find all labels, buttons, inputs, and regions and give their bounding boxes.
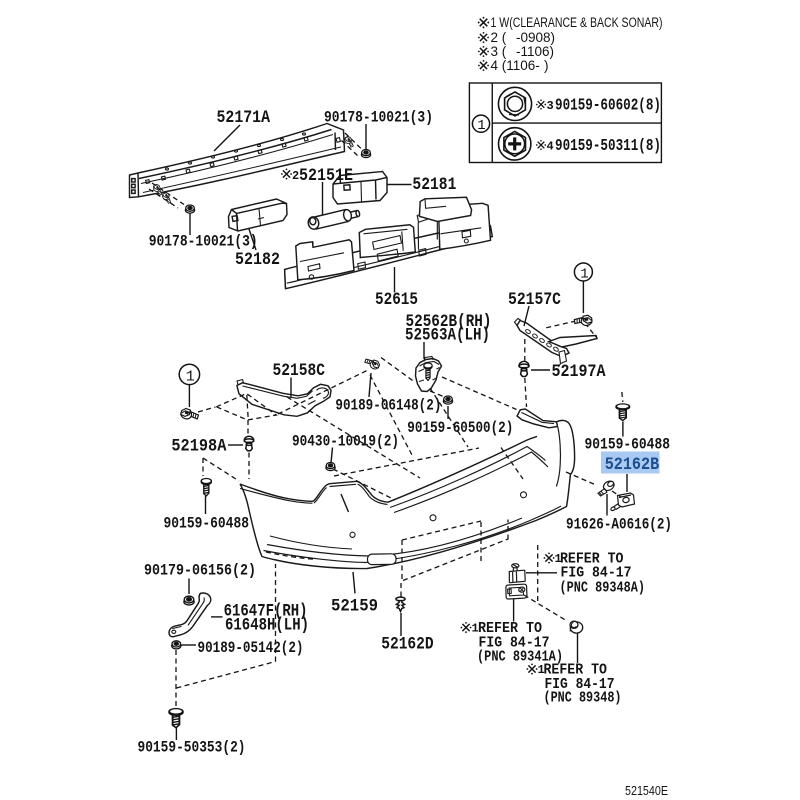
svg-text:FIG 84-17: FIG 84-17: [561, 566, 632, 582]
svg-text:1: 1: [472, 622, 479, 636]
svg-text:(PNC 89341A): (PNC 89341A): [477, 650, 563, 666]
svg-text:52615: 52615: [375, 290, 418, 310]
svg-text:52151E: 52151E: [299, 166, 353, 186]
svg-text:52158C: 52158C: [273, 361, 326, 381]
svg-text:90179-06156(2): 90179-06156(2): [144, 562, 256, 580]
svg-text:REFER TO: REFER TO: [478, 621, 542, 637]
svg-text:FIG 84-17: FIG 84-17: [479, 636, 550, 652]
svg-text:1: 1: [580, 267, 588, 283]
svg-text:90159-50353(2): 90159-50353(2): [138, 739, 246, 757]
svg-text:4 (1106-: 4 (1106-: [491, 58, 540, 73]
svg-text:2 (: 2 (: [491, 30, 507, 45]
svg-text:61647F(RH): 61647F(RH): [224, 602, 308, 622]
svg-text:521540E: 521540E: [625, 783, 668, 798]
svg-text:2: 2: [292, 169, 299, 183]
svg-text:52181: 52181: [412, 175, 456, 195]
svg-text:52162D: 52162D: [381, 635, 434, 655]
svg-text:52162B: 52162B: [605, 455, 660, 475]
svg-text:90178-10021(3): 90178-10021(3): [324, 109, 433, 127]
svg-text:52198A: 52198A: [171, 437, 226, 457]
svg-text:52562B(RH): 52562B(RH): [406, 312, 492, 332]
svg-text:1: 1: [477, 118, 485, 134]
svg-text:): ): [544, 58, 549, 73]
svg-text:90159-50311(8): 90159-50311(8): [555, 136, 661, 155]
svg-text:90189-05142(2): 90189-05142(2): [198, 639, 304, 657]
svg-text:52157C: 52157C: [508, 290, 561, 310]
svg-text:(PNC 89348A): (PNC 89348A): [560, 581, 646, 597]
svg-text:3 (: 3 (: [491, 44, 507, 59]
svg-text:1: 1: [186, 369, 195, 386]
svg-text:52182: 52182: [235, 250, 280, 270]
svg-text:REFER TO: REFER TO: [544, 663, 608, 679]
svg-text:1: 1: [538, 663, 545, 677]
svg-text:90159-60488: 90159-60488: [164, 515, 250, 533]
svg-text:-1106): -1106): [516, 44, 554, 59]
svg-text:90159-60488: 90159-60488: [585, 436, 671, 454]
svg-text:1 W(CLEARANCE & BACK SONAR): 1 W(CLEARANCE & BACK SONAR): [491, 15, 663, 30]
svg-text:52171A: 52171A: [217, 108, 271, 128]
svg-text:52563A(LH): 52563A(LH): [405, 326, 490, 346]
svg-text:REFER TO: REFER TO: [560, 552, 624, 568]
svg-text:90178-10021(3): 90178-10021(3): [149, 233, 258, 251]
svg-text:91626-A0616(2): 91626-A0616(2): [566, 516, 672, 534]
svg-text:90189-06148(2): 90189-06148(2): [335, 397, 441, 415]
svg-text:FIG 84-17: FIG 84-17: [545, 677, 615, 693]
svg-text:4: 4: [547, 140, 554, 154]
svg-text:-0908): -0908): [516, 30, 555, 45]
svg-text:52197A: 52197A: [552, 362, 606, 382]
svg-text:90159-60500(2): 90159-60500(2): [407, 419, 513, 437]
svg-text:90159-60602(8): 90159-60602(8): [555, 96, 661, 115]
svg-text:52159: 52159: [331, 597, 378, 617]
svg-text:3: 3: [547, 99, 554, 113]
svg-text:90430-10019(2): 90430-10019(2): [292, 433, 399, 451]
svg-text:1: 1: [555, 552, 562, 566]
svg-text:(PNC 89348): (PNC 89348): [544, 691, 622, 707]
svg-text:61648H(LH): 61648H(LH): [225, 616, 309, 636]
